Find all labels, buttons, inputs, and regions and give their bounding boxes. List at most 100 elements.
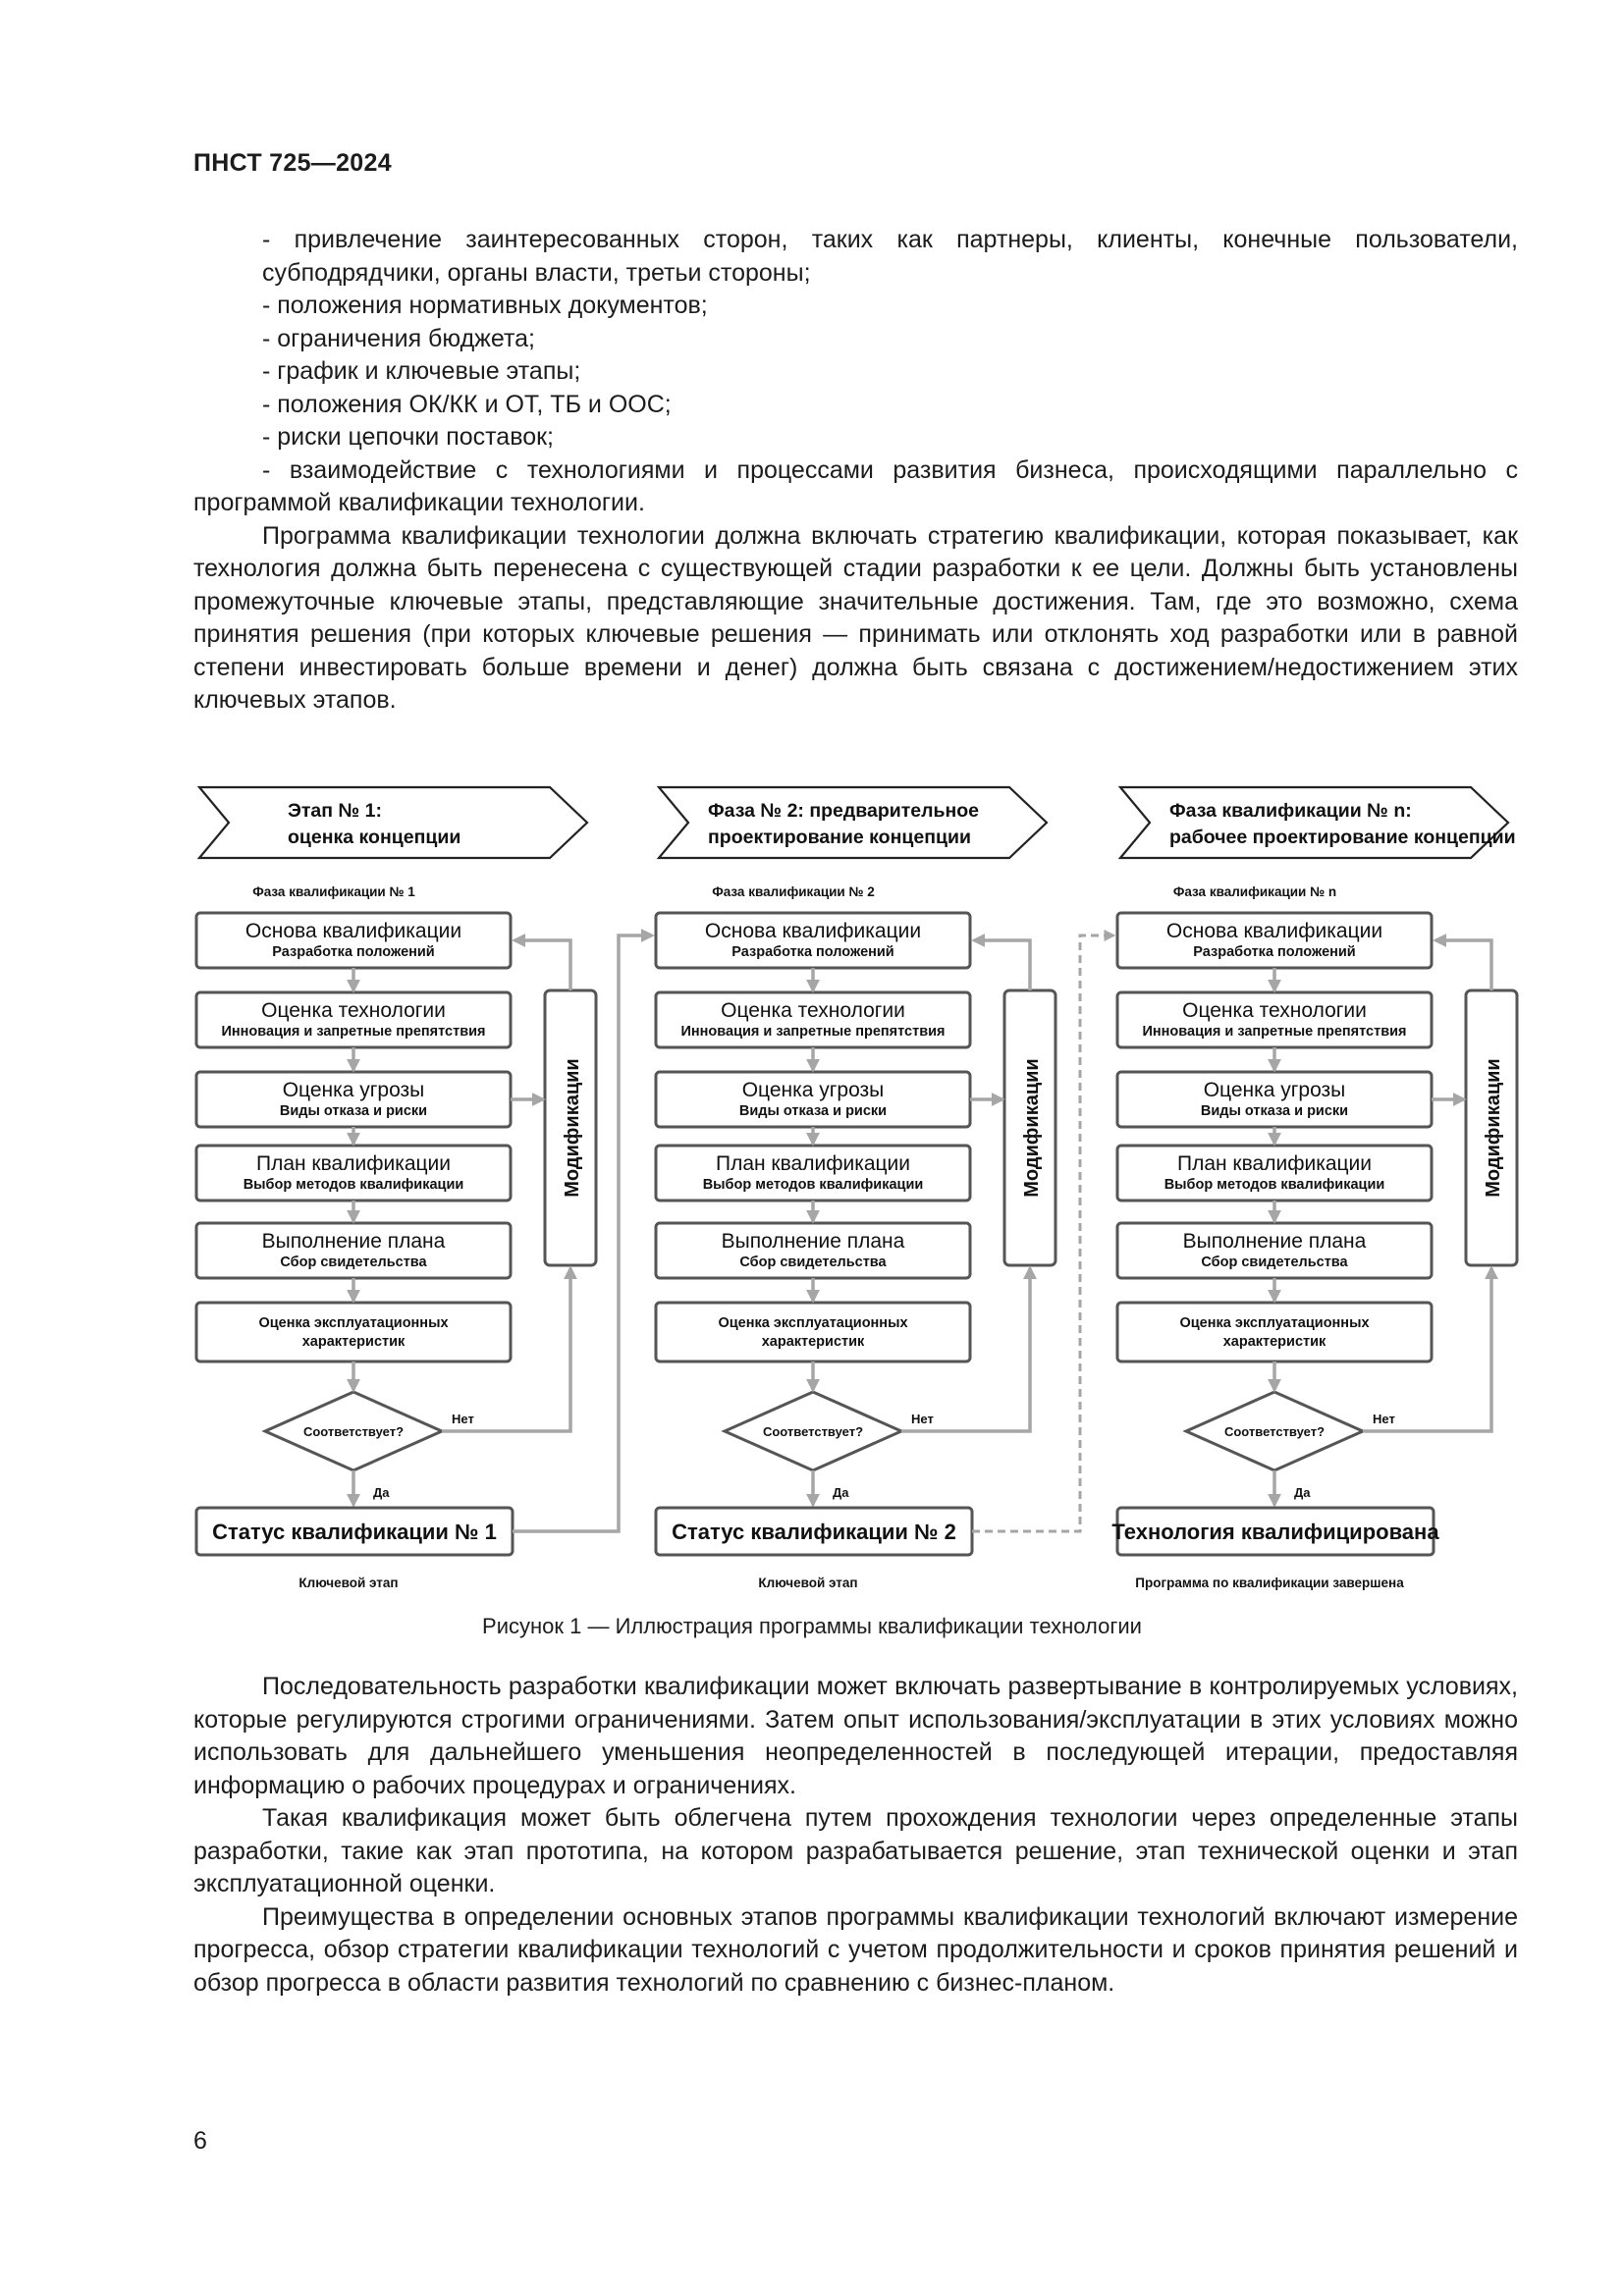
top-text-paragraph: - график и ключевые этапы;	[262, 357, 581, 385]
status-box: Статус квалификации № 1	[194, 1506, 514, 1557]
phase-transition-dashed-arrow	[972, 930, 1116, 1533]
ops-box-line-1: Оценка эксплуатационных	[718, 1315, 907, 1331]
yes-label: Да	[1294, 1485, 1311, 1500]
ops-box-line-2: характеристик	[302, 1334, 406, 1350]
yes-label: Да	[373, 1485, 390, 1500]
status-label: Статус квалификации № 2	[672, 1520, 956, 1544]
phase-label: Фаза квалификации № n	[1173, 884, 1336, 899]
process-box-subtitle: Разработка положений	[1193, 944, 1355, 960]
modification-feedback-arrow	[512, 934, 572, 990]
yes-label: Да	[833, 1485, 849, 1500]
process-box-title: Основа квалификации	[1166, 920, 1382, 942]
top-text-paragraph: - привлечение заинтересованных сторон, т…	[262, 226, 1518, 287]
top-text-paragraph: - ограничения бюджета;	[262, 324, 535, 352]
process-box-title: Оценка угрозы	[742, 1079, 885, 1101]
process-box-title: Выполнение плана	[722, 1230, 905, 1253]
qualification-column: Фаза № 2: предварительноепроектирование …	[654, 785, 1057, 1590]
phase-chevron: Фаза квалификации № n: рабочее проектиров…	[1117, 785, 1516, 860]
process-box-title: Оценка угрозы	[1204, 1079, 1346, 1101]
process-box-subtitle: Сбор свидетельства	[739, 1255, 887, 1270]
process-box-subtitle: Сбор свидетельства	[1201, 1255, 1348, 1270]
status-box: Технология квалифицирована	[1111, 1506, 1439, 1557]
chevron-title-line-2: оценка концепции	[288, 827, 460, 848]
status-box-frame	[1115, 1506, 1435, 1557]
ops-box-frame	[1115, 1301, 1434, 1363]
chevron-title-line-2: рабочее проектирование концепции	[1169, 827, 1516, 848]
chevron-title-line-1: Фаза квалификации № n:	[1169, 800, 1412, 822]
no-arrow	[442, 1265, 577, 1433]
decision-label: Соответствует?	[1224, 1424, 1325, 1439]
process-box-title: Основа квалификации	[245, 920, 461, 942]
ops-evaluation-box: Оценка эксплуатационных характеристик	[654, 1301, 972, 1363]
bottom-text-paragraph: Такая квалификация может быть облегчена …	[193, 1804, 1518, 1897]
top-text-paragraph: - положения ОК/КК и ОТ, ТБ и ООС;	[262, 390, 672, 418]
top-text-paragraph: - взаимодействие с технологиями и процес…	[193, 455, 1518, 517]
ops-evaluation-box: Оценка эксплуатационных характеристик	[194, 1301, 513, 1363]
process-box-subtitle: Виды отказа и риски	[739, 1103, 887, 1119]
milestone-label: Ключевой этап	[298, 1575, 398, 1590]
chevron-shape	[1117, 785, 1510, 860]
ops-box-frame	[194, 1301, 513, 1363]
chevron-title-line-1: Фаза № 2: предварительное	[708, 800, 979, 822]
decision-label: Соответствует?	[303, 1424, 404, 1439]
process-box-subtitle: Разработка положений	[731, 944, 893, 960]
phase-label: Фаза квалификации № 1	[252, 884, 415, 899]
modifications-label: Модификации	[1483, 1058, 1504, 1197]
status-label: Технология квалифицирована	[1111, 1520, 1439, 1544]
decision-diamond: Соответствует?	[1182, 1390, 1367, 1472]
chevron-shape	[656, 785, 1049, 860]
phase-transition-arrow	[513, 929, 655, 1533]
status-label: Статус квалификации № 1	[212, 1520, 497, 1544]
ops-box-frame	[654, 1301, 972, 1363]
top-text-block: - привлечение заинтересованных сторон, т…	[193, 224, 1518, 718]
ops-box-line-2: характеристик	[762, 1334, 865, 1350]
process-box-subtitle: Инновация и запретные препятствия	[221, 1024, 485, 1040]
process-box-title: Выполнение плана	[262, 1230, 446, 1253]
process-box-subtitle: Виды отказа и риски	[1201, 1103, 1348, 1119]
no-label: Нет	[1373, 1412, 1395, 1426]
ops-box-line-1: Оценка эксплуатационных	[258, 1315, 448, 1331]
status-box: Статус квалификации № 2	[654, 1506, 974, 1557]
process-box-title: Оценка технологии	[721, 999, 905, 1022]
decision-diamond: Соответствует?	[261, 1390, 446, 1472]
top-text-paragraph: - риски цепочки поставок;	[262, 423, 554, 451]
process-box-subtitle: Разработка положений	[272, 944, 434, 960]
process-box-title: План квалификации	[1177, 1152, 1372, 1175]
bottom-text-paragraph: Последовательность разработки квалификац…	[193, 1673, 1518, 1799]
top-text-paragraph: Программа квалификации технологии должна…	[193, 521, 1518, 715]
page-number: 6	[193, 2127, 207, 2155]
modifications-label: Модификации	[1021, 1058, 1043, 1197]
no-label: Нет	[452, 1412, 474, 1426]
phase-label: Фаза квалификации № 2	[712, 884, 875, 899]
process-box-subtitle: Виды отказа и риски	[280, 1103, 427, 1119]
decision-diamond: Соответствует?	[721, 1390, 905, 1472]
process-box-subtitle: Выбор методов квалификации	[703, 1177, 924, 1193]
modification-feedback-arrow	[1433, 934, 1493, 990]
qualification-column: Фаза квалификации № n: рабочее проектиров…	[1111, 785, 1519, 1590]
modification-feedback-arrow	[971, 934, 1032, 990]
modifications-box: Модификации	[543, 988, 598, 1267]
phase-chevron: Этап № 1: оценка концепции	[196, 785, 589, 860]
phase-chevron: Фаза № 2: предварительноепроектирование …	[656, 785, 1049, 860]
bottom-text-paragraph: Преимущества в определении основных этап…	[193, 1902, 1518, 1997]
milestone-label: Ключевой этап	[758, 1575, 857, 1590]
process-box-subtitle: Выбор методов квалификации	[1164, 1177, 1385, 1193]
chevron-title-line-1: Этап № 1:	[288, 800, 382, 822]
